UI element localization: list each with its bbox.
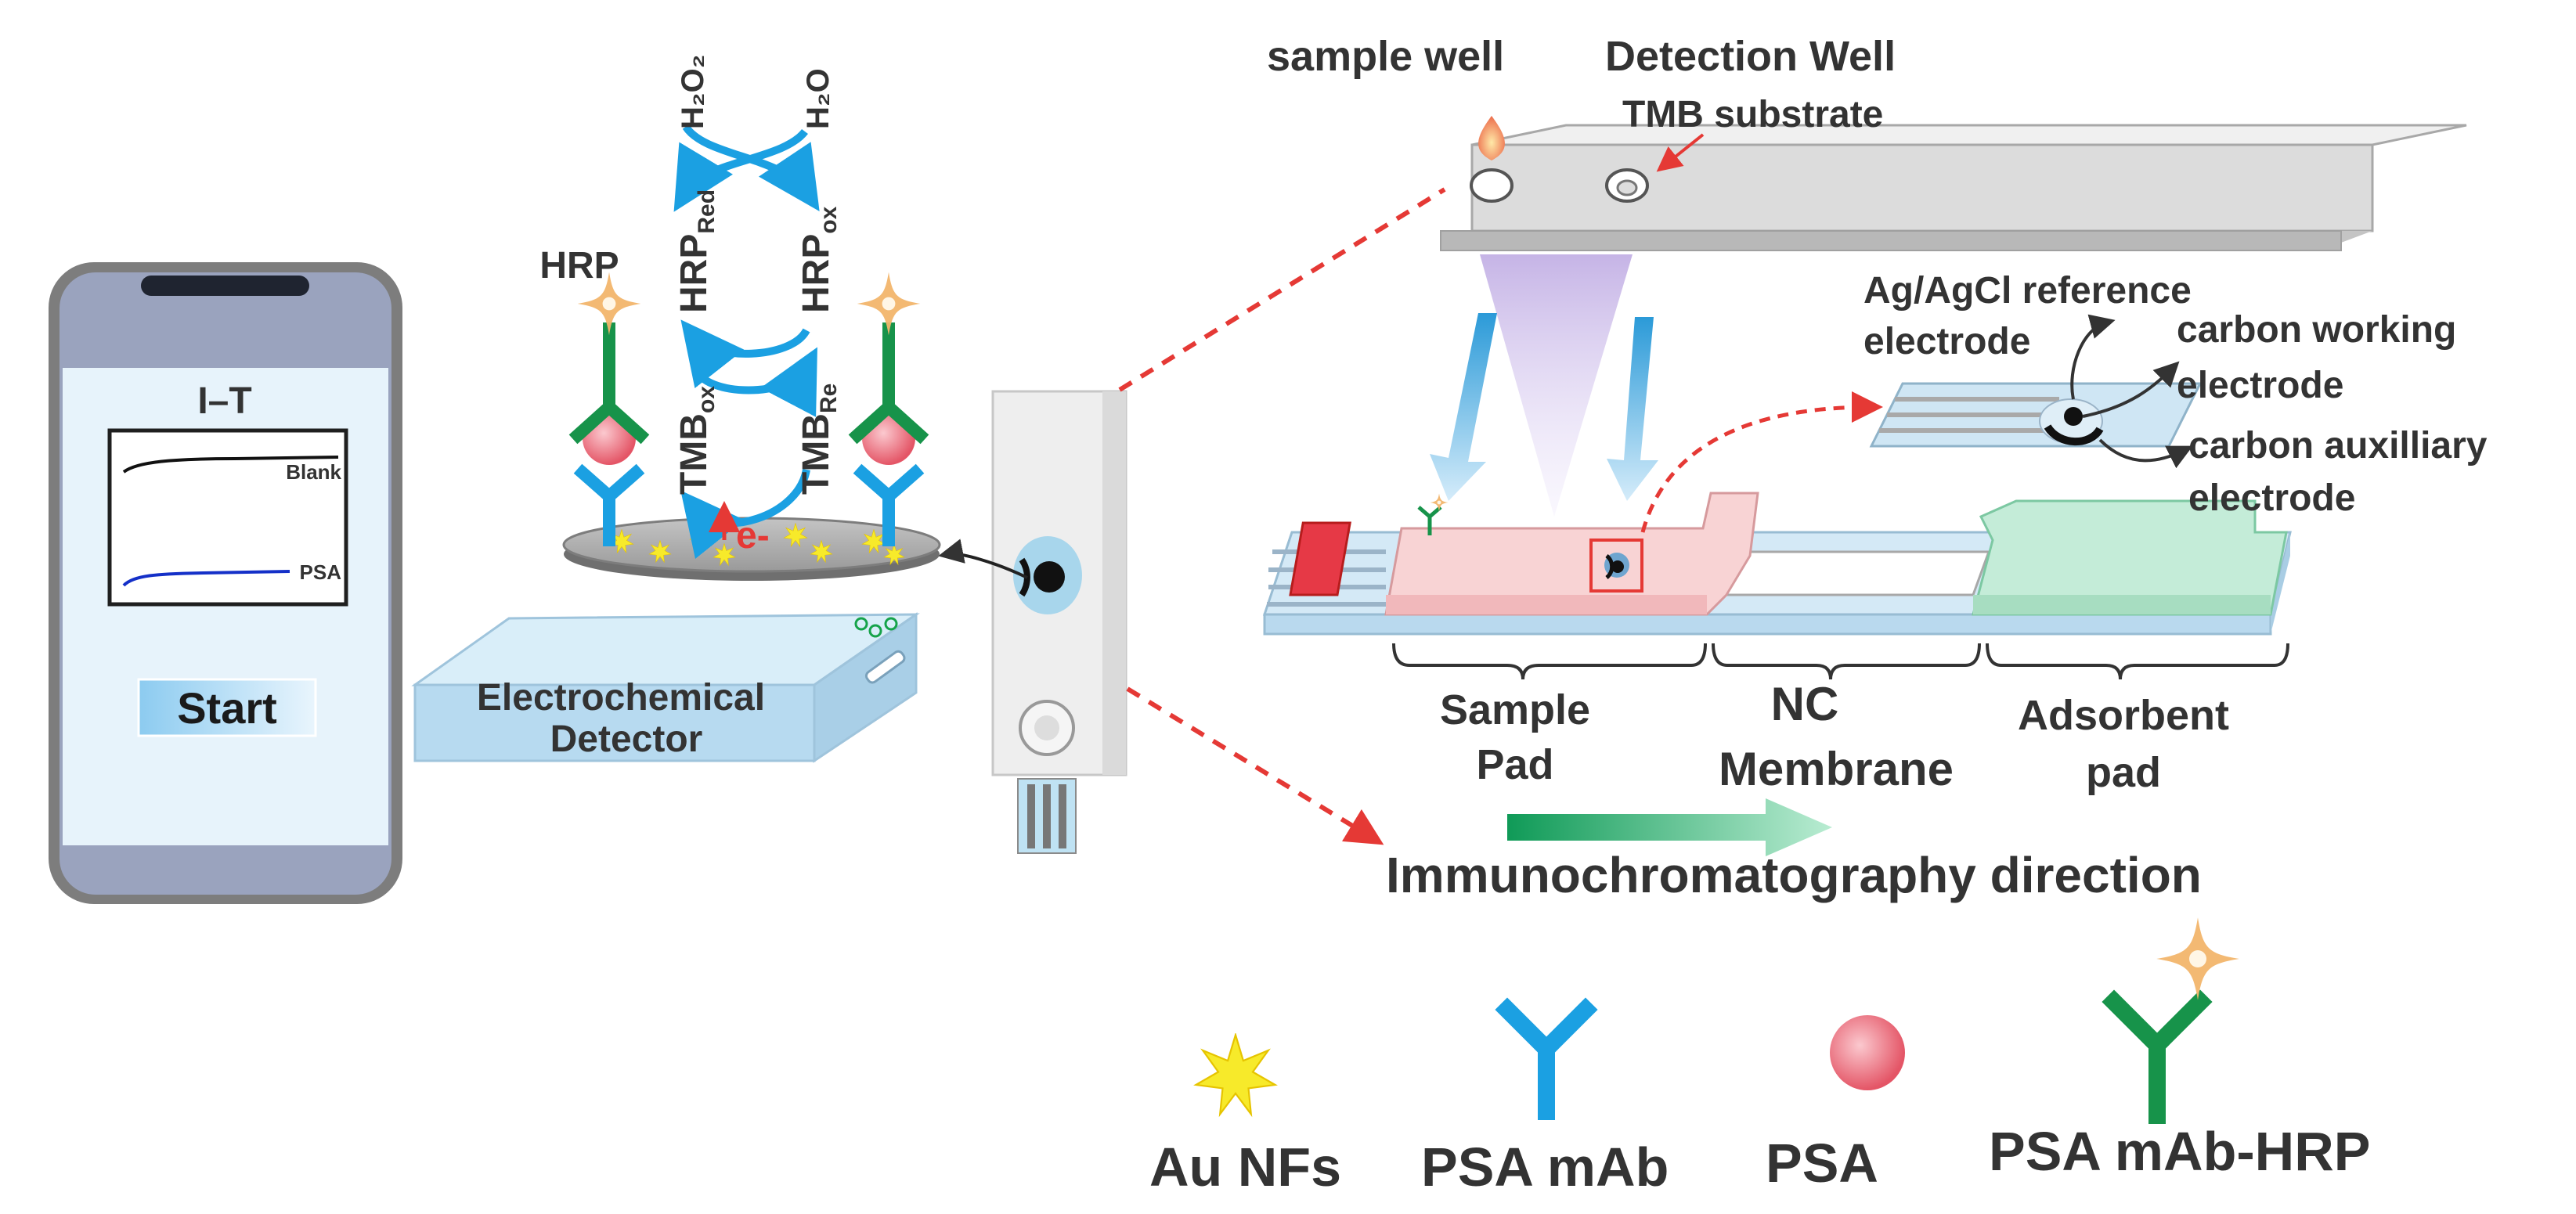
- hrp-red-label: HRPRed: [673, 189, 720, 313]
- ref-electrode-label-line1: Ag/AgCl reference: [1863, 270, 2192, 312]
- auxiliary-electrode: [2044, 424, 2104, 446]
- tmb-ox-label: TMBox: [673, 386, 720, 495]
- phone-speaker: [141, 276, 309, 296]
- flow-direction-arrow: [1507, 798, 1832, 856]
- tmb-re-label: TMBRe: [796, 384, 842, 495]
- legend-psa-mab-hrp-label: PSA mAb-HRP: [1989, 1121, 2370, 1182]
- work-electrode-label-line2: electrode: [2177, 365, 2343, 406]
- psa-antigen-icon: [1830, 1015, 1905, 1090]
- psa-curve: [122, 570, 290, 587]
- sample-pad: [1384, 492, 1759, 616]
- detection-well-label: Detection Well: [1605, 33, 1896, 80]
- catalytic-cycle: e- H₂O₂ H₂O HRPRed HRPox TMBox TMBRe: [673, 54, 842, 560]
- psa-series-label: PSA: [300, 560, 342, 584]
- sandwich-complex-left: [568, 272, 650, 546]
- hrp-enzyme: [857, 272, 921, 336]
- h2o2-label: H₂O₂: [676, 54, 710, 129]
- conjugate-zone: [1289, 521, 1351, 596]
- lateral-flow-strip: [1262, 492, 2292, 636]
- detector-label-line2: Detector: [550, 719, 703, 760]
- blank-curve: [122, 456, 339, 474]
- pad-braces: [1392, 643, 2289, 680]
- sample-drop-icon: [1478, 116, 1505, 160]
- well-strip: [1440, 116, 2467, 251]
- aux-electrode-pointer: [2098, 438, 2193, 469]
- nc-membrane-label-line2: Membrane: [1719, 743, 1954, 795]
- electron-label: e-: [736, 515, 770, 557]
- hrp-ox-label: HRPox: [796, 206, 842, 313]
- detector-led: [868, 624, 882, 638]
- work-electrode-label-line1: carbon working: [2177, 309, 2456, 351]
- sample-pad-label-line1: Sample: [1440, 686, 1590, 733]
- adsorbent-pad-label-line2: pad: [2086, 749, 2161, 796]
- nc-membrane-label-line1: NC: [1771, 678, 1839, 730]
- work-electrode-pointer: [2082, 361, 2180, 418]
- smartphone: I–T Blank PSA Start: [49, 262, 402, 904]
- screen-printed-chip: [991, 390, 1127, 854]
- tmb-pointer-arrow: [1656, 133, 1705, 172]
- detector-led: [884, 617, 898, 631]
- legend-au-nfs-label: Au NFs: [1149, 1137, 1341, 1198]
- adsorbent-pad-label-line1: Adsorbent: [2018, 692, 2229, 739]
- chip-to-electrode-arrow: [938, 539, 1028, 579]
- legend: Au NFs PSA mAb PSA PSA mAb-HRP: [1149, 917, 2370, 1198]
- legend-item-au-nfs: Au NFs: [1149, 1033, 1341, 1198]
- legend-item-psa-mab-hrp: PSA mAb-HRP: [1989, 917, 2370, 1182]
- start-button-label: Start: [177, 683, 277, 733]
- h2o-label: H₂O: [801, 68, 835, 129]
- detection-zone-box: [1589, 539, 1643, 593]
- psa-mab-hrp-icon: [2102, 989, 2213, 1124]
- sample-pad-label-line2: Pad: [1476, 741, 1553, 788]
- start-button[interactable]: Start: [137, 678, 317, 737]
- au-nfs-icon: [1195, 1033, 1276, 1115]
- legend-item-psa-mab: PSA mAb: [1421, 997, 1669, 1198]
- sandwich-complex-right: [848, 272, 929, 546]
- detector-label-line1: Electrochemical: [477, 677, 765, 719]
- hrp-label: HRP: [539, 245, 619, 286]
- adsorbent-pad: [1972, 499, 2288, 616]
- flow-arrow-left: [1430, 313, 1497, 501]
- aux-electrode-label-line1: carbon auxilliary: [2188, 425, 2488, 467]
- ref-electrode-pointer: [2070, 314, 2116, 400]
- ref-electrode-label-line2: electrode: [1863, 321, 2030, 362]
- aux-electrode-label-line2: electrode: [2188, 477, 2355, 519]
- sample-well-opening: [1470, 168, 1513, 203]
- chart-title: I–T: [197, 380, 251, 422]
- tmb-substrate-label: TMB substrate: [1622, 94, 1883, 135]
- flow-direction-label: Immunochromatography direction: [1386, 847, 2202, 903]
- screen-printed-electrode: [1869, 382, 2203, 448]
- legend-psa-mab-label: PSA mAb: [1421, 1137, 1669, 1198]
- zoom-line-bottom: [1126, 686, 1384, 845]
- hrp-enzyme-icon: [2156, 917, 2239, 1000]
- working-electrode: [2064, 407, 2083, 426]
- detector-led: [854, 617, 868, 631]
- legend-item-psa: PSA: [1766, 1015, 1905, 1194]
- psa-mab-icon: [1495, 997, 1598, 1120]
- detector-slot: [864, 650, 906, 684]
- sample-well-label: sample well: [1267, 33, 1504, 80]
- electrochemical-detector: Electrochemical Detector: [411, 612, 920, 763]
- blank-series-label: Blank: [286, 460, 341, 484]
- flow-arrow-right: [1607, 317, 1658, 501]
- legend-psa-label: PSA: [1766, 1133, 1878, 1194]
- projection-cone: [1480, 254, 1633, 517]
- zone-to-electrode-arrow: [1640, 391, 1883, 533]
- zoom-line-top: [1118, 187, 1446, 392]
